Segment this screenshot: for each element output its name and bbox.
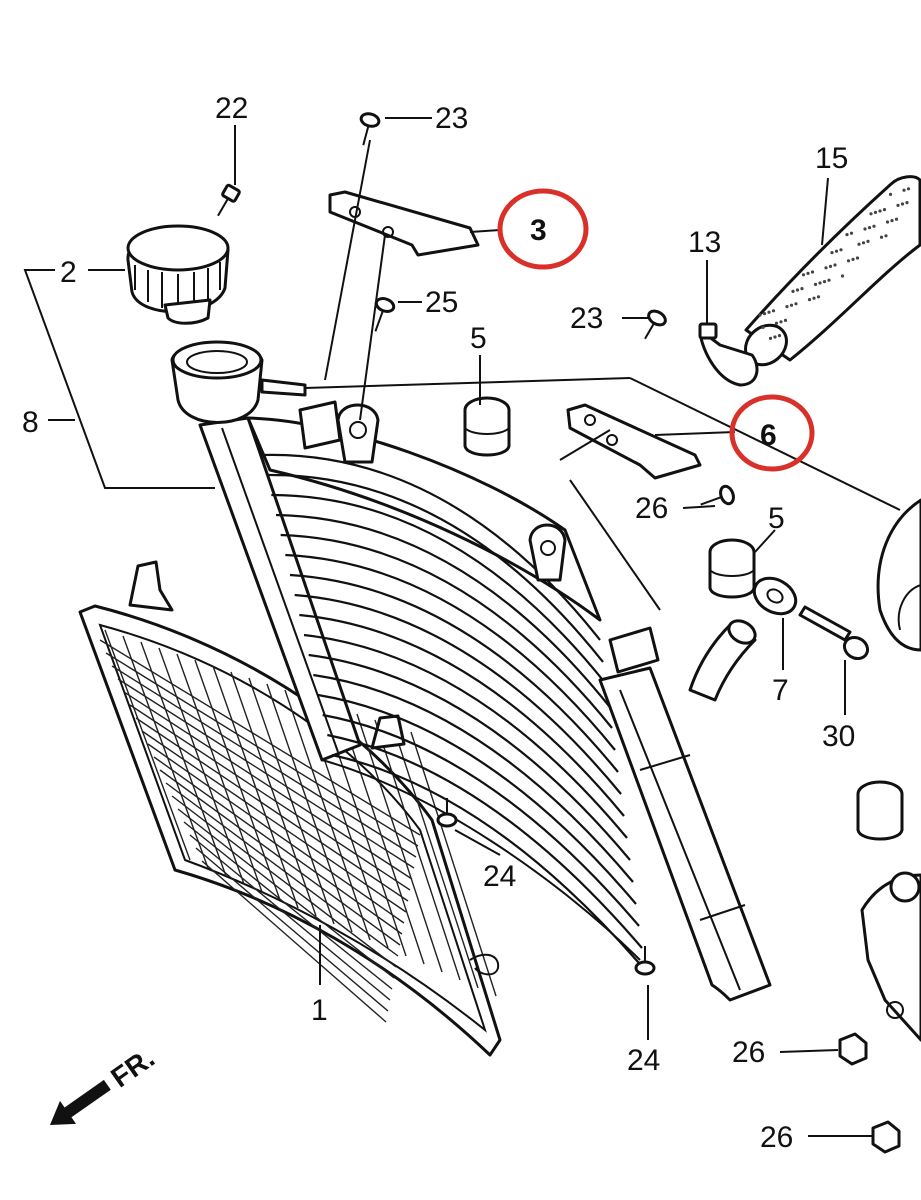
callout-labels: 22 23 15 3 13 2 25 23 5 8 6 26 5 7 30 24… [22,92,855,1154]
highlight-ring-7 [729,394,815,472]
callout-1: 1 [311,994,328,1027]
highlight-ring-3 [497,188,589,270]
callout-15: 15 [815,142,848,175]
callout-2: 2 [60,256,77,289]
front-label: FR. [105,1042,160,1093]
hose-icon [744,175,921,652]
callout-23: 23 [435,102,468,135]
callout-23: 23 [570,302,603,335]
radiator-core [170,340,772,1002]
nut-icon [838,1032,901,1154]
callout-24: 24 [483,860,516,893]
housing [860,871,921,1042]
callout-26: 26 [732,1036,765,1069]
callout-5: 5 [470,322,487,355]
grommet-icon [463,396,904,841]
callout-25: 26 [635,492,668,525]
bracket-upper [328,190,480,257]
highlight-rings [497,188,815,472]
callout-25: 25 [425,286,458,319]
callout-5: 5 [768,502,785,535]
callout-26: 26 [760,1121,793,1154]
front-arrow-icon: FR. [50,1042,160,1125]
clamp-icon [698,322,759,387]
callout-8: 8 [22,406,39,439]
leader-lines [23,117,901,1137]
bracket-side [566,403,702,480]
callout-24: 24 [627,1044,660,1077]
callout-22: 22 [215,92,248,125]
bolt-icon [752,576,870,661]
callout-7: 6 [760,419,777,452]
callout-3: 3 [530,214,547,247]
callout-6: 7 [772,674,789,707]
callout-30: 30 [822,720,855,753]
callout-13: 13 [688,226,721,259]
radiator-grille [78,560,502,1057]
cap-icon [126,224,230,325]
